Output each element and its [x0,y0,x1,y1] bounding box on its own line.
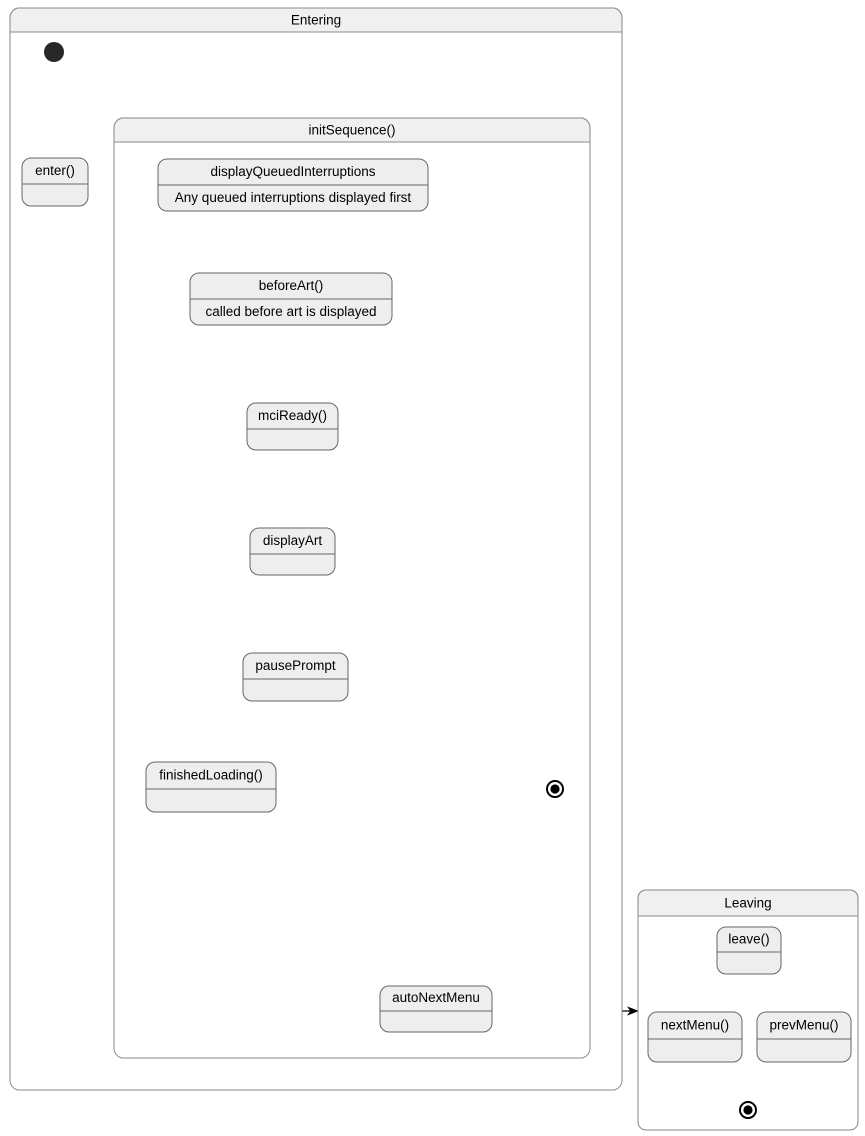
state-label-auto-next-menu: autoNextMenu [392,990,480,1005]
state-prev-menu[interactable]: prevMenu() [756,1011,852,1063]
state-label-pause-prompt: pausePrompt [255,658,336,673]
state-finished-loading[interactable]: finishedLoading() [145,761,277,813]
state-enter[interactable]: enter() [21,157,89,207]
state-label-display-queued-interruptions: displayQueuedInterruptions [210,164,375,179]
state-display-art[interactable]: displayArt [249,527,336,576]
state-label-before-art: beforeArt() [259,278,324,293]
state-leave[interactable]: leave() [716,926,782,975]
state-desc-display-queued-interruptions: Any queued interruptions displayed first [175,190,412,205]
state-label-leave: leave() [728,932,769,947]
composite-title-init-sequence: initSequence() [308,123,395,138]
state-label-prev-menu: prevMenu() [769,1018,838,1033]
state-label-finished-loading: finishedLoading() [159,768,263,783]
state-next-menu[interactable]: nextMenu() [647,1011,743,1063]
state-label-mci-ready: mciReady() [258,408,327,423]
state-pause-prompt[interactable]: pausePrompt [242,652,349,702]
state-display-queued-interruptions[interactable]: displayQueuedInterruptions Any queued in… [157,158,429,212]
state-label-next-menu: nextMenu() [661,1018,729,1033]
initial-state-icon [44,42,64,62]
state-before-art[interactable]: beforeArt() called before art is display… [189,272,393,326]
state-desc-before-art: called before art is displayed [205,304,376,319]
composite-state-leaving[interactable]: Leaving [637,889,859,1131]
state-label-enter: enter() [35,163,75,178]
composite-title-leaving: Leaving [724,896,771,911]
state-auto-next-menu[interactable]: autoNextMenu [379,985,493,1033]
final-state-entering-icon [546,780,564,798]
composite-state-init-sequence[interactable]: initSequence() [113,117,591,1059]
state-label-display-art: displayArt [263,533,323,548]
final-state-leaving-icon [739,1101,757,1119]
composite-title-entering: Entering [291,13,341,28]
state-mci-ready[interactable]: mciReady() [246,402,339,451]
